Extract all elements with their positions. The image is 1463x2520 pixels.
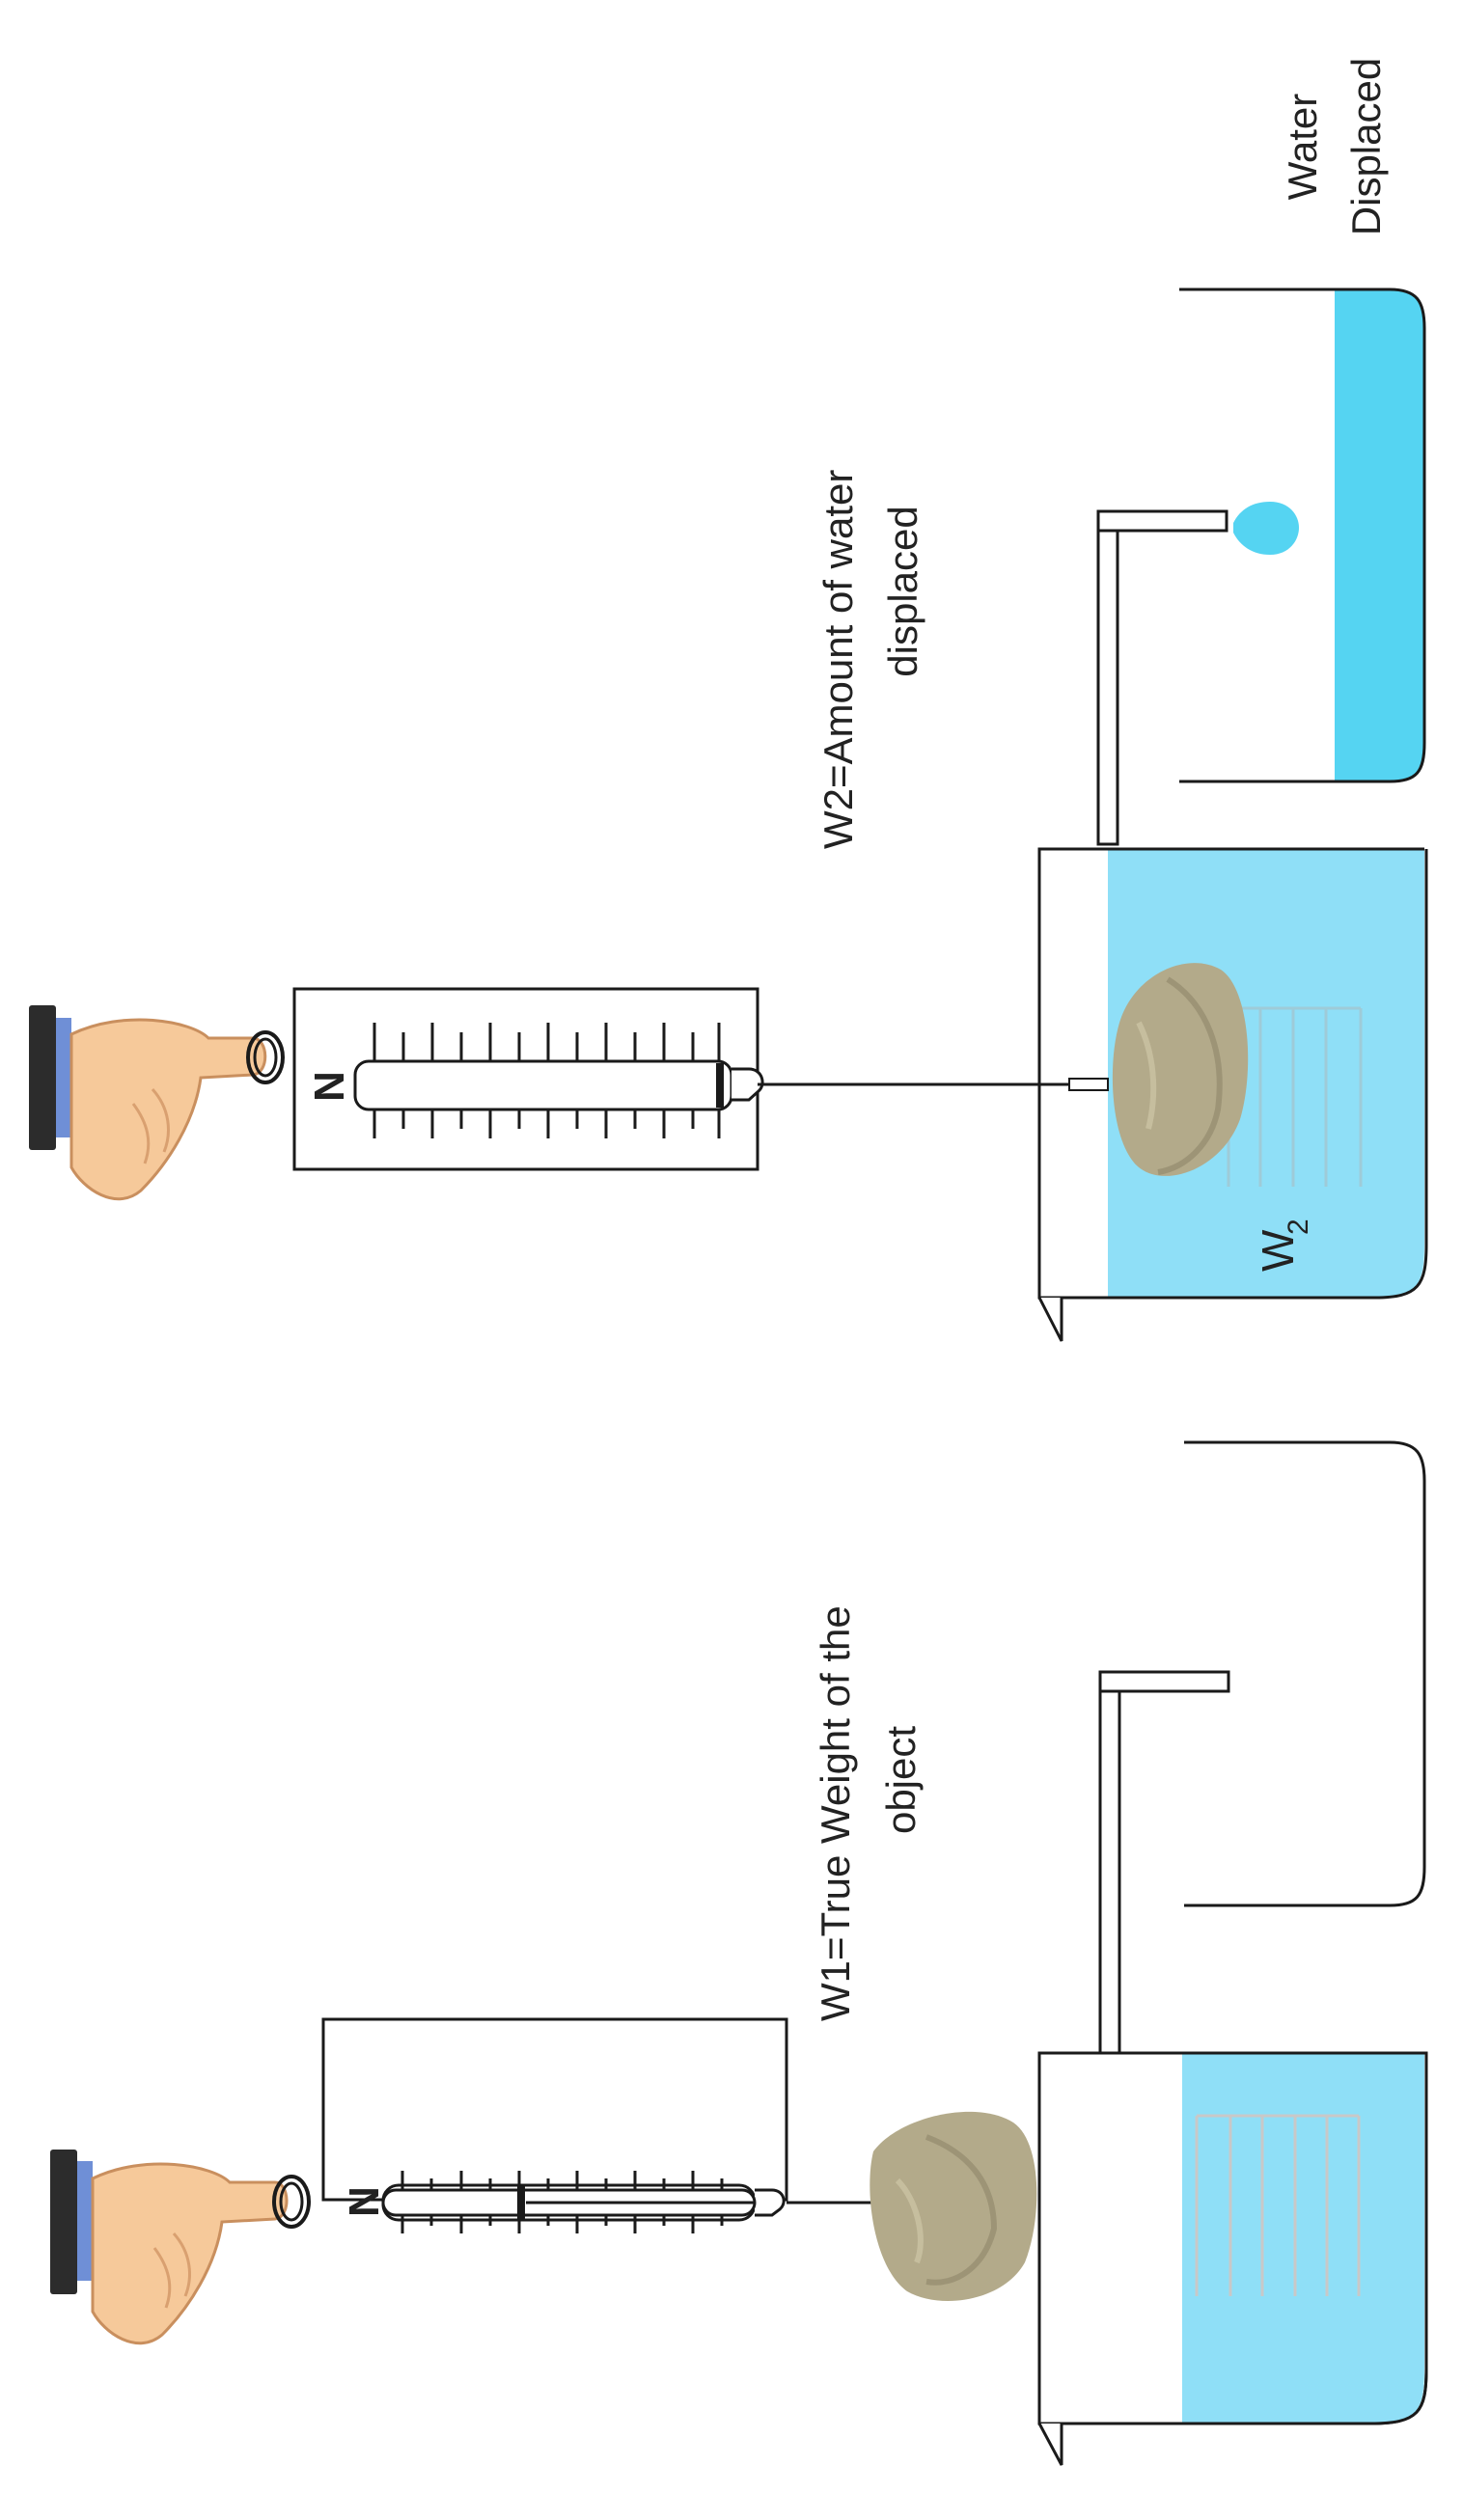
spring-scale-icon bbox=[292, 987, 764, 1171]
left-scene: N bbox=[50, 1440, 1428, 2466]
hand-icon bbox=[50, 2150, 289, 2345]
right-scene: N W bbox=[29, 58, 1428, 1342]
water-displaced-label: Water Displaced bbox=[1280, 58, 1389, 235]
catch-vessel bbox=[1184, 1440, 1426, 1907]
water-drop-icon bbox=[1233, 502, 1299, 555]
w2-label: W2=Amount of water displaced bbox=[815, 470, 925, 849]
scale-unit-label: N bbox=[340, 2186, 387, 2217]
svg-text:Water: Water bbox=[1280, 94, 1325, 200]
scale-unit-label: N bbox=[305, 1071, 352, 1102]
svg-text:W: W bbox=[1253, 1229, 1303, 1272]
beaker-icon bbox=[1037, 509, 1428, 1342]
svg-text:W1=True Weight of the: W1=True Weight of the bbox=[813, 1605, 858, 2021]
w2-mark: W 2 bbox=[1253, 1219, 1314, 1272]
beaker-icon bbox=[1037, 1670, 1428, 2466]
w1-label: W1=True Weight of the object bbox=[813, 1605, 924, 2021]
rock-icon bbox=[870, 2111, 1037, 2301]
svg-text:displaced: displaced bbox=[880, 506, 925, 676]
svg-text:Displaced: Displaced bbox=[1343, 58, 1389, 235]
svg-text:2: 2 bbox=[1283, 1219, 1314, 1235]
hand-icon bbox=[29, 1005, 267, 1201]
spring-scale-icon bbox=[321, 2017, 788, 2233]
displaced-water-vessel bbox=[1179, 288, 1426, 783]
svg-text:W2=Amount of water: W2=Amount of water bbox=[815, 470, 861, 849]
rock-icon bbox=[1112, 963, 1249, 1176]
svg-text:object: object bbox=[878, 1726, 924, 1834]
